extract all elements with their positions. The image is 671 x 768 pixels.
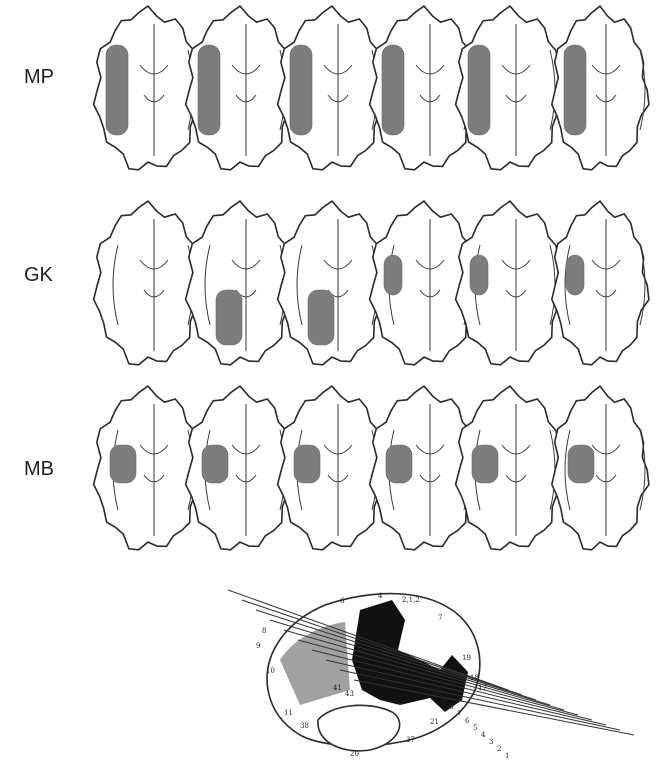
slice-outline [552,386,649,550]
brain-slice [456,201,566,365]
brain-slice [456,6,566,170]
brain-slice [94,201,204,365]
area-label: 41 [333,684,342,692]
area-label: 8 [262,627,266,635]
brain-slice [186,201,296,365]
section-number: 6 [465,717,470,725]
brain-slice [456,386,566,550]
section-number: 9 [441,696,445,704]
lesion-area [382,45,404,135]
slice-row-gk [94,201,649,365]
lesion-area [308,290,334,345]
lesion-area [566,255,584,295]
area-label: 7 [438,614,442,622]
lesion-area [216,290,242,345]
lesion-area [470,255,488,295]
cerebellum-outline [318,705,400,751]
area-label: 38 [300,722,309,730]
brain-slice [552,386,649,550]
lesion-area [384,255,402,295]
lesion-area [386,445,412,483]
section-number: 7 [457,710,461,718]
area-label: 19 [462,654,471,662]
lesion-area [106,45,128,135]
brain-slice [94,6,204,170]
slice-outline [94,201,204,365]
section-number: 5 [473,724,477,732]
lesion-area [294,445,320,483]
area-label: 21 [430,718,439,726]
lesion-area [564,45,586,135]
section-number: 3 [489,738,493,746]
area-label: 9 [256,642,260,650]
brain-slice [186,386,296,550]
lesion-area [472,445,498,483]
lesion-area [202,445,228,483]
brain-slice [278,386,388,550]
area-label: 2,1,2 [402,596,420,604]
brain-slice [278,6,388,170]
area-label: 6 [340,597,345,605]
section-number: 2 [497,745,501,753]
brain-slice [552,6,649,170]
lesion-area [110,445,136,483]
section-number: 1 [505,752,509,760]
section-number: 8 [449,703,453,711]
area-label: 20 [350,750,359,758]
lesion-area [198,45,220,135]
area-label: 10 [266,667,275,675]
slice-row-mp [94,6,649,170]
area-label: 17 [478,684,487,692]
brain-slice [186,6,296,170]
area-label: 43 [345,690,354,698]
lesion-area [290,45,312,135]
area-label: 37 [406,736,415,744]
lesion-area [468,45,490,135]
lesion-area [568,445,594,483]
area-label: 11 [284,709,293,717]
section-number: 10 [433,689,442,697]
brain-slice [552,201,649,365]
brain-slice [278,201,388,365]
slice-row-mb [94,386,649,550]
brain-slice [94,386,204,550]
area-label: 4 [378,592,383,600]
section-number: 4 [481,731,486,739]
area-label: 18 [470,674,479,682]
